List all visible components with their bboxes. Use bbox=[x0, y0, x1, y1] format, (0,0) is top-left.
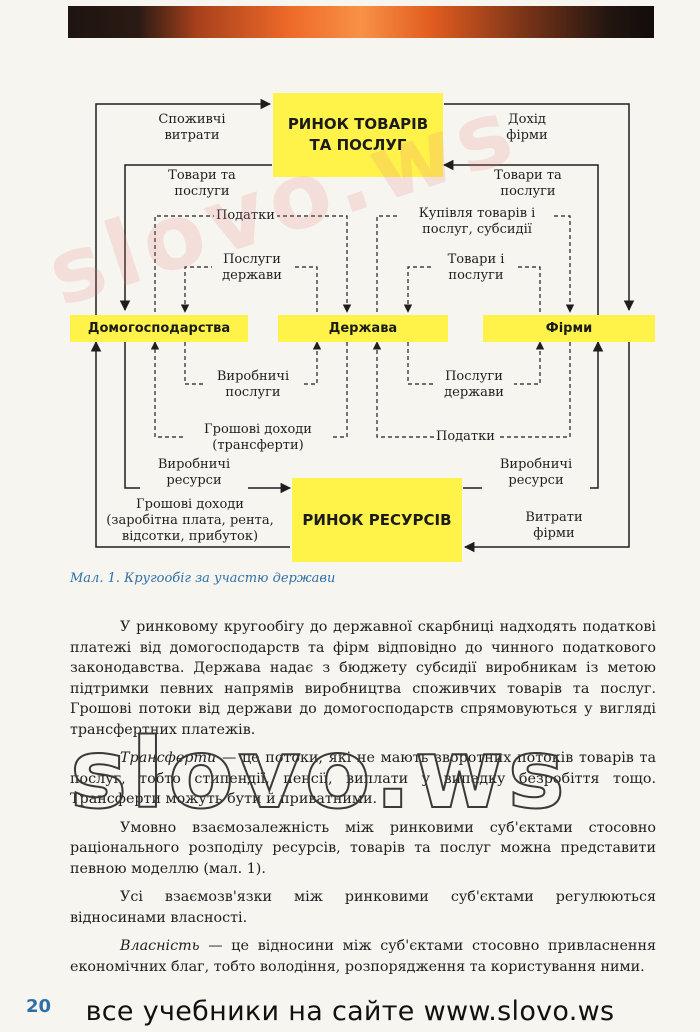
label-production-resources-left: Виробничі ресурси bbox=[140, 457, 248, 489]
paragraph-2: Трансферти — це потоки, які не мають зво… bbox=[70, 748, 656, 810]
label-purchase-subsidies: Купівля товарів і послуг, субсидії bbox=[400, 206, 554, 238]
paragraph-3: Умовно взаємозалежність між ринковими су… bbox=[70, 819, 656, 877]
label-taxes-top: Податки bbox=[214, 208, 277, 224]
page-number: 20 bbox=[26, 996, 52, 1017]
label-goods-services-right: Товари та послуги bbox=[478, 168, 578, 200]
label-goods-services-left: Товари та послуги bbox=[155, 168, 249, 200]
watermark-middle: slovo.ws bbox=[69, 717, 569, 831]
label-firm-income: Дохід фірми bbox=[495, 112, 559, 144]
footer-banner-text: все учебники на сайте www.slovo.ws bbox=[85, 996, 615, 1027]
paragraph-2-text: — це потоки, які не мають зворотних пото… bbox=[70, 750, 656, 807]
firm-income-arrow bbox=[444, 103, 635, 312]
paragraph-5-text: — це відносини між суб'єктами стосовно п… bbox=[70, 938, 656, 975]
paragraph-5: Власність — це відносини між суб'єктами … bbox=[70, 936, 656, 977]
label-consumer-spending: Споживчі витрати bbox=[150, 112, 234, 144]
term-property: Власність bbox=[120, 938, 200, 954]
goods-firms-to-state bbox=[403, 266, 541, 313]
resources-market-box: РИНОК РЕСУРСІВ bbox=[292, 478, 462, 562]
label-taxes-bottom: Податки bbox=[434, 429, 497, 445]
figure-caption: Мал. 1. Кругообіг за участю держави bbox=[70, 571, 336, 586]
state-box: Держава bbox=[278, 315, 448, 342]
body-text: У ринковому кругообігу до державної скар… bbox=[70, 617, 656, 985]
label-money-income-transfers: Грошові доходи (трансферти) bbox=[186, 422, 330, 454]
label-production-services: Виробничі послуги bbox=[205, 369, 301, 401]
label-state-services-bottom: Послуги держави bbox=[434, 369, 514, 401]
paragraph-4: Усі взаємозв'язки між ринковими суб'єкта… bbox=[70, 889, 656, 926]
resources-market-label: РИНОК РЕСУРСІВ bbox=[302, 510, 452, 529]
state-services-to-households bbox=[180, 266, 318, 313]
goods-market-box: РИНОК ТОВАРІВ ТА ПОСЛУГ bbox=[273, 93, 443, 177]
money-income-arrow bbox=[90, 340, 290, 548]
state-label: Держава bbox=[328, 321, 398, 336]
goods-to-households-arrow bbox=[119, 164, 272, 312]
firm-expenses-arrow bbox=[463, 342, 630, 553]
label-state-services-top: Послуги держави bbox=[212, 252, 292, 284]
firms-box: Фірми bbox=[483, 315, 655, 342]
header-photo-banner bbox=[68, 6, 654, 38]
households-label: Домогосподарства bbox=[87, 321, 231, 336]
paragraph-1: У ринковому кругообігу до державної скар… bbox=[70, 619, 656, 738]
term-transfers: Трансферти bbox=[120, 750, 217, 766]
label-goods-services-inner: Товари і послуги bbox=[434, 252, 518, 284]
label-firm-expenses: Витрати фірми bbox=[507, 510, 601, 542]
label-money-income-wages: Грошові доходи (заробітна плата, рента, … bbox=[98, 497, 282, 545]
goods-market-label: РИНОК ТОВАРІВ ТА ПОСЛУГ bbox=[287, 115, 429, 154]
households-box: Домогосподарства bbox=[70, 315, 248, 342]
goods-from-firms-line bbox=[442, 159, 599, 315]
label-production-resources-right: Виробничі ресурси bbox=[482, 457, 590, 489]
firms-label: Фірми bbox=[545, 321, 593, 336]
